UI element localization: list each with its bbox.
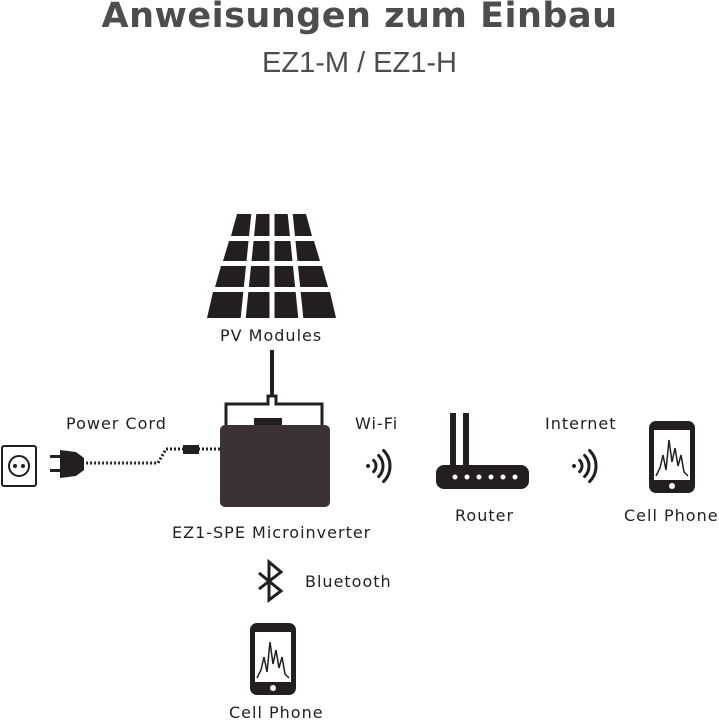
wall-socket-icon (1, 445, 37, 487)
wifi-label: Wi-Fi (355, 414, 399, 433)
bluetooth-icon (258, 558, 284, 603)
power-plug-icon (50, 450, 84, 478)
power-cord-icon (85, 445, 220, 465)
router-icon (436, 413, 529, 489)
page-title: Anweisungen zum Einbau (101, 0, 618, 36)
cell-phone-icon (649, 421, 695, 493)
cell-phone-right-label: Cell Phone (624, 506, 719, 525)
router-label: Router (455, 506, 515, 525)
internet-label: Internet (545, 414, 617, 433)
cell-phone-bottom-label: Cell Phone (229, 703, 324, 722)
power-cord-label: Power Cord (66, 414, 167, 433)
wifi-signal-icon (366, 448, 392, 484)
microinverter-label: EZ1-SPE Microinverter (172, 523, 372, 542)
page-subtitle: EZ1-M / EZ1-H (262, 47, 457, 79)
solar-panel-icon (207, 211, 336, 321)
bluetooth-label: Bluetooth (305, 572, 392, 591)
internet-signal-icon (572, 448, 598, 484)
microinverter-icon (220, 394, 330, 507)
cell-phone-bottom-icon (250, 623, 296, 695)
pv-modules-label: PV Modules (220, 326, 323, 345)
